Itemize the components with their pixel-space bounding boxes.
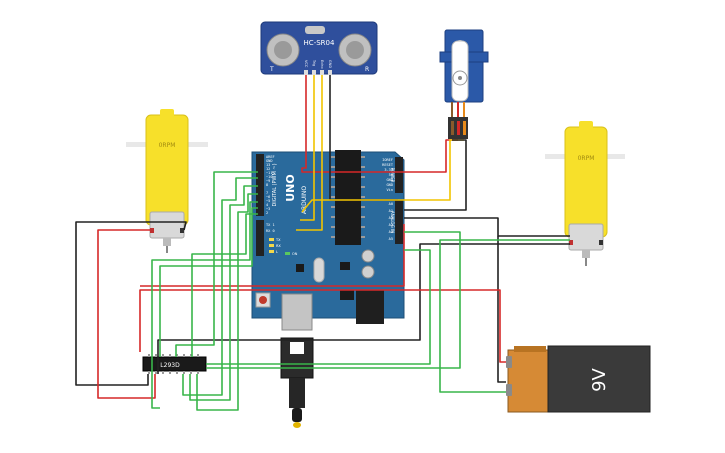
pin-reset: RESET: [382, 163, 394, 167]
wire-yellow-echo: [296, 75, 323, 231]
wire-red-left-motor: [97, 229, 156, 399]
sensor-r-mark: R: [365, 66, 369, 73]
pin-vin: Vin: [387, 188, 394, 192]
sensor-pin-echo: Echo: [320, 60, 324, 69]
sensor-t-mark: T: [269, 66, 274, 73]
pin-a4: A4: [389, 230, 393, 234]
wire-green-4: [196, 193, 258, 411]
tx-label: TX: [275, 238, 281, 242]
reset-button-cap[interactable]: [259, 296, 267, 304]
power-label: POWER: [390, 168, 395, 183]
servo-motor: [439, 29, 489, 139]
wire-green-8: [206, 249, 431, 365]
pin-a0: A0: [389, 202, 393, 206]
wire-red-battery: [139, 289, 506, 363]
atmega-chip: [335, 150, 361, 245]
pin-11: ~11: [266, 171, 273, 175]
wire-red-5v: [140, 224, 405, 287]
sensor-pin-trig: Trig: [312, 59, 316, 66]
uno-label: UNO: [284, 174, 297, 202]
wire-red-vcc: [301, 75, 458, 173]
wire-yellow-trig: [300, 75, 315, 221]
wire-green-2: [182, 177, 258, 396]
pin-7: 7: [266, 191, 268, 195]
on-label: ON: [292, 252, 298, 256]
pin-tx1: TX 1: [266, 223, 275, 227]
pin-6: ~6: [266, 195, 270, 199]
digital-header-low: [256, 220, 264, 256]
pin-9: ~9: [266, 179, 270, 183]
wire-green-1: [175, 171, 258, 357]
pin-3v3: 3.3V: [384, 168, 393, 172]
crystal: [313, 257, 325, 283]
sensor-pin-vcc: VCC: [304, 60, 308, 68]
digital-header: [256, 154, 264, 216]
pin-a5: A5: [389, 237, 393, 241]
motor-left: 0RPM: [126, 109, 208, 253]
pin-5: ~5: [266, 199, 270, 203]
wire-black-driver-right: [157, 243, 570, 374]
digital-label: DIGITAL (PWM ~): [272, 163, 278, 206]
wire-green-6: [159, 207, 258, 357]
power-header: [395, 157, 403, 193]
driver-label: L293D: [160, 362, 180, 369]
wire-black-battery: [497, 236, 506, 383]
battery-label: 9V: [589, 367, 610, 391]
led-l: [269, 250, 274, 253]
wire-green-3: [189, 185, 258, 401]
usb-port: [281, 293, 313, 331]
pin-12: 12: [266, 167, 270, 171]
pin-gnd-2: GND: [387, 183, 394, 187]
servo-horn: [451, 40, 469, 102]
ultrasonic-sensor: HC-SR04 T R VCC Trig Echo GND: [260, 21, 378, 75]
led-tx: [269, 238, 274, 241]
wires: [75, 75, 570, 411]
wire-black-right-motor: [404, 217, 570, 237]
wire-black-servo: [404, 139, 467, 211]
motor-right: 0RPM: [545, 121, 625, 266]
wire-green-9: [206, 358, 461, 369]
battery-9v: 9V: [506, 345, 651, 413]
capacitor-1: [361, 249, 375, 263]
battery-terminal-pos: [506, 356, 512, 368]
pin-aref: AREF: [266, 155, 275, 159]
wire-green-7: [191, 213, 258, 357]
pin-5v: 5V: [389, 173, 394, 177]
pin-gnd-1: GND: [387, 178, 394, 182]
pin-8: 8: [266, 183, 268, 187]
sensor-model-label: HC-SR04: [304, 39, 335, 47]
wire-green-right-motor: [439, 239, 570, 393]
battery-terminal-neg: [506, 384, 512, 396]
wire-green-5: [151, 201, 258, 409]
pin-a1: A1: [389, 209, 393, 213]
pin-4: 4: [266, 203, 268, 207]
led-rx: [269, 244, 274, 247]
pin-13: 13: [266, 163, 270, 167]
power-jack: [356, 290, 384, 324]
pin-a2: A2: [389, 216, 393, 220]
analog-header: [395, 200, 403, 244]
wire-black-left-motor: [75, 221, 187, 386]
motor-left-rpm: 0RPM: [159, 142, 176, 149]
capacitor-2: [361, 265, 375, 279]
regulator: [340, 290, 354, 300]
pin-2: 2: [266, 211, 268, 215]
pin-gnd-top: GND: [266, 159, 273, 163]
motor-right-rpm: 0RPM: [578, 155, 595, 162]
l-label: L: [276, 250, 278, 254]
wire-green-analog: [404, 231, 461, 358]
analog-label: ANALOG IN: [390, 211, 395, 233]
pin-a3: A3: [389, 223, 393, 227]
led-on: [285, 252, 290, 255]
pin-10: ~10: [266, 175, 273, 179]
pin-rx0: RX 0: [266, 229, 275, 233]
arduino-uno: UNO ARDUINO DIGITAL (PWM ~) POWER ANALOG…: [251, 150, 405, 428]
pin-3: ~3: [266, 207, 270, 211]
usb-cable: [289, 378, 305, 408]
rx-label: RX: [276, 244, 281, 248]
sensor-pin-gnd: GND: [328, 60, 332, 68]
arduino-brand-label: ARDUINO: [301, 186, 308, 215]
pin-ioref: IOREF: [382, 158, 393, 162]
